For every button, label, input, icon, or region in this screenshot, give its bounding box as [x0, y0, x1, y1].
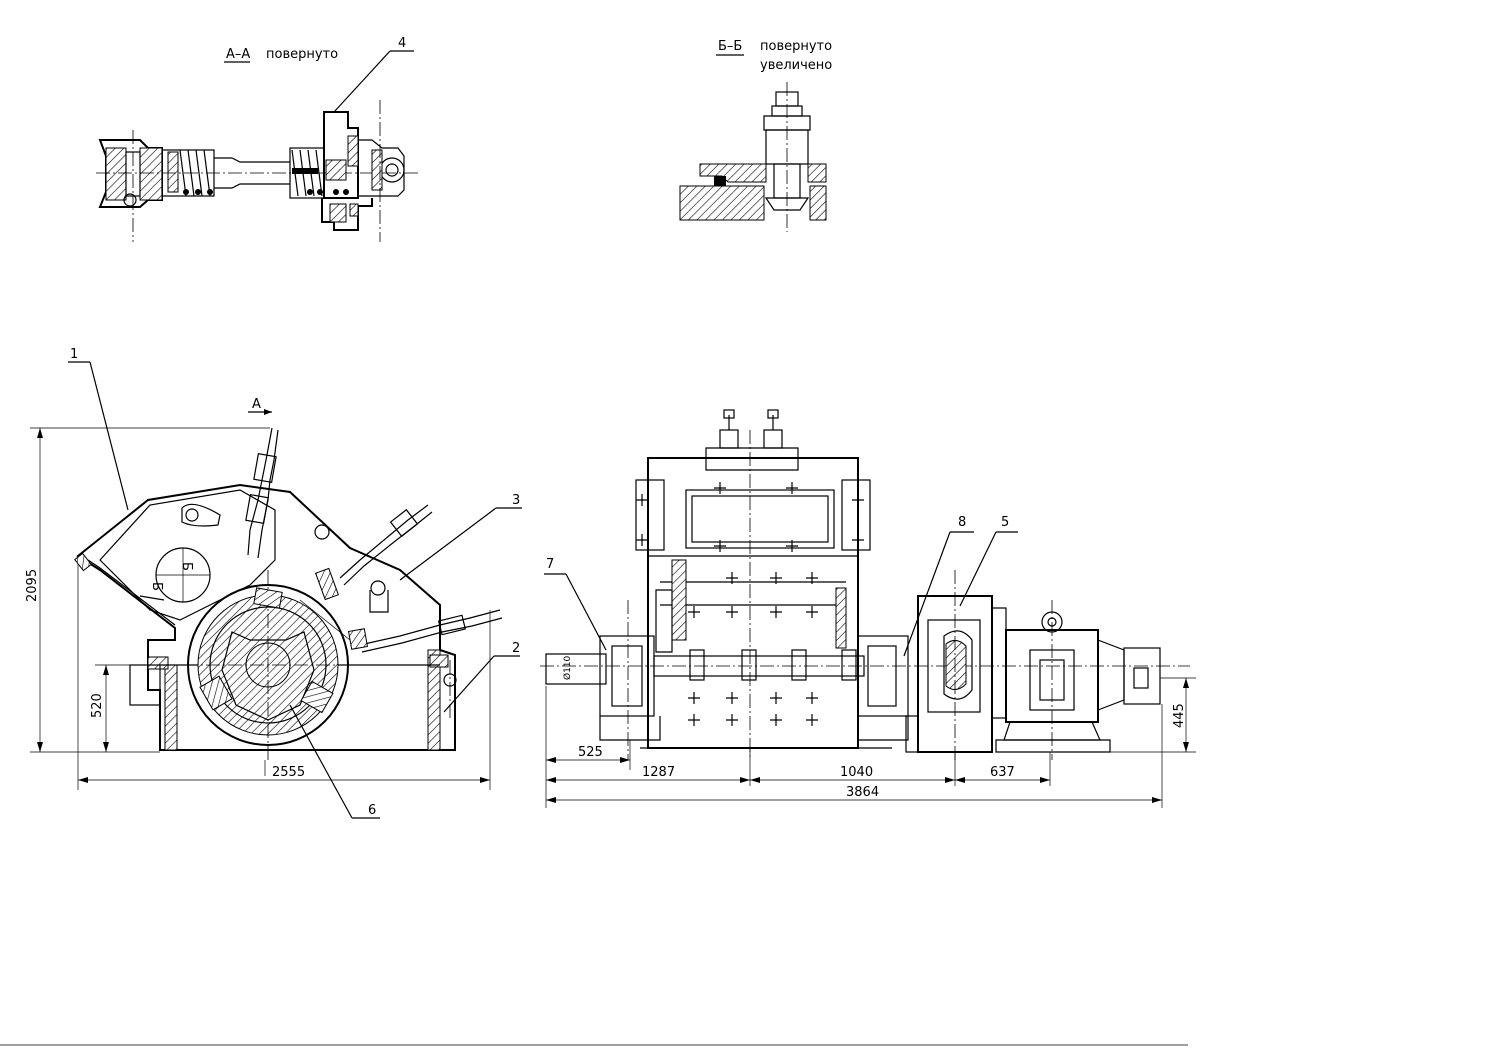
view-mark-b-2: Б	[179, 562, 194, 571]
side-view: Ø110 525 1287 1040	[540, 409, 1196, 808]
dim-525: 525	[578, 745, 603, 760]
callout-6: 6	[368, 803, 376, 818]
section-aa-label: А–А	[226, 47, 250, 62]
bolt-marks	[636, 482, 864, 726]
dim-total-3864: 3864	[846, 785, 879, 800]
front-view: 2095 520 2555	[25, 347, 522, 819]
dim-1040: 1040	[840, 765, 873, 780]
callout-1: 1	[70, 347, 78, 362]
view-mark-b-1: Б	[149, 582, 164, 591]
view-mark-a: А	[252, 397, 261, 412]
section-aa-note: повернуто	[266, 47, 338, 62]
section-aa: А–А повернуто 4	[96, 36, 418, 242]
section-bb-label: Б–Б	[718, 39, 742, 54]
dim-1287: 1287	[642, 765, 675, 780]
callout-2: 2	[512, 641, 520, 656]
dim-width-front: 2555	[272, 765, 305, 780]
callout-5: 5	[1001, 515, 1009, 530]
dim-637: 637	[990, 765, 1015, 780]
callout-8: 8	[958, 515, 966, 530]
callout-3: 3	[512, 493, 520, 508]
dim-445: 445	[1172, 703, 1187, 728]
section-bb: Б–Б повернуто увеличено	[679, 39, 832, 232]
callout-4: 4	[398, 36, 406, 51]
section-bb-note-2: увеличено	[760, 58, 832, 73]
dim-shaft-diameter: Ø110	[562, 655, 573, 680]
dim-height-total: 2095	[25, 569, 40, 602]
dim-height-520: 520	[90, 693, 105, 718]
spring-rods	[245, 427, 503, 653]
callout-7: 7	[546, 557, 554, 572]
section-bb-note-1: повернуто	[760, 39, 832, 54]
